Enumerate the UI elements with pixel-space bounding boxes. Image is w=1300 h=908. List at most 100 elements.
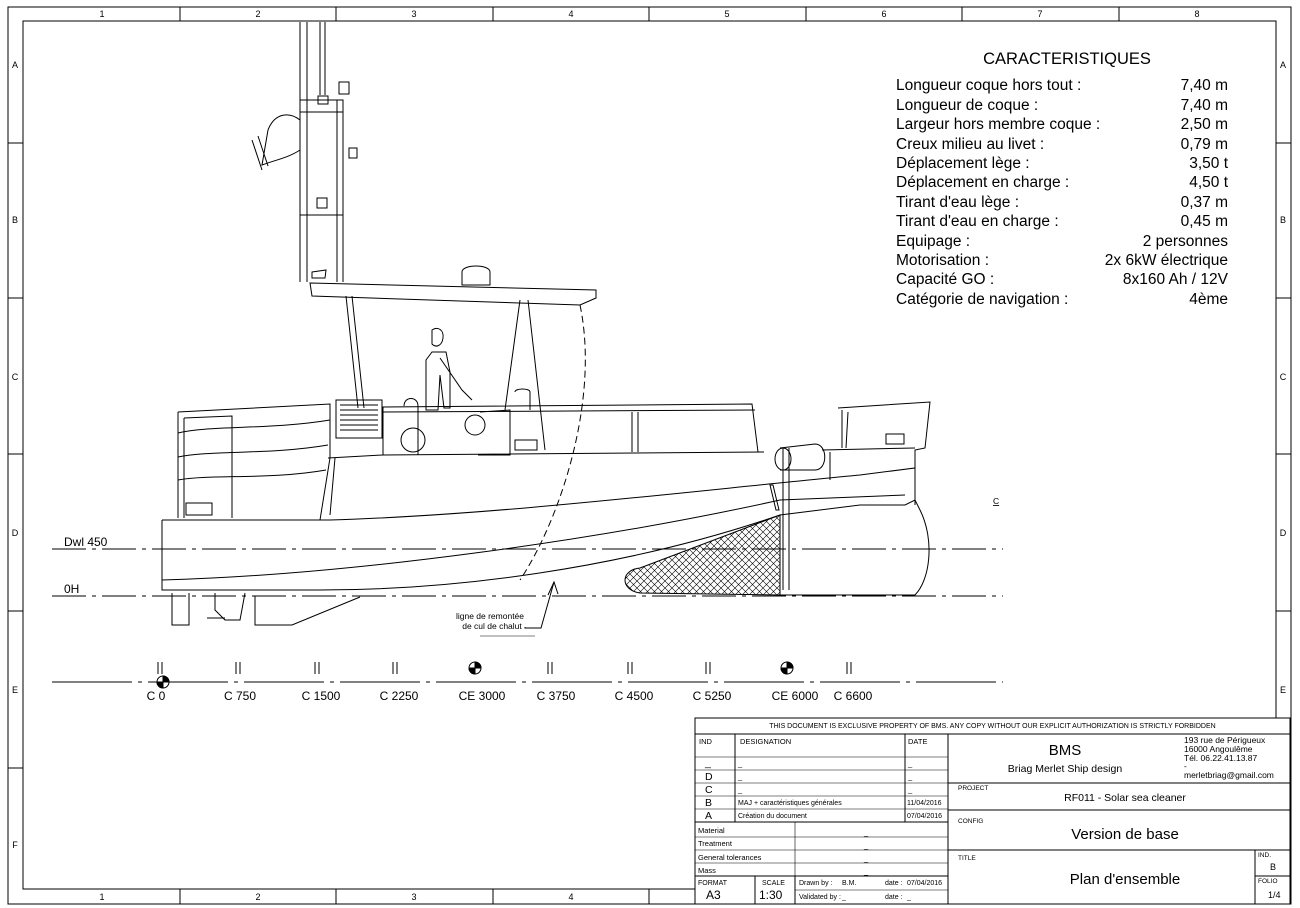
row-label: E [1280,685,1286,695]
frame-row-labels-left: A B C D E F [12,60,19,850]
address-line2: 16000 Angoulême [1184,744,1253,754]
folio-value: 1/4 [1268,890,1281,900]
spec-value: 7,40 m [1180,96,1228,114]
drawn-by-value: B.M. [842,880,857,887]
row-label: E [12,685,18,695]
row-label: D [1280,528,1287,538]
spec-row: Catégorie de navigation :4ème [896,290,1228,309]
col-label: 5 [724,9,729,19]
spec-label: Largeur hors membre coque : [896,116,1101,134]
scale-label: SCALE [762,880,785,887]
ind-label: IND. [1258,852,1271,859]
station-label: C 6600 [834,689,873,703]
validated-date-label: date : [885,894,903,901]
property-notice: THIS DOCUMENT IS EXCLUSIVE PROPERTY OF B… [769,723,1216,730]
treatment-value: _ [864,841,869,850]
spec-row: Longueur coque hors tout :7,40 m [896,76,1228,95]
revision-ind: _ [705,757,711,769]
address-line1: 193 rue de Périgueux [1184,735,1266,745]
frame-col-labels-top: 1 2 3 4 5 6 7 8 [99,9,1199,19]
station-label: C 0 [147,689,166,703]
tolerances-value: _ [864,854,869,863]
tolerances-label: General tolerances [698,853,762,862]
characteristics-panel: CARACTERISTIQUES Longueur coque hors tou… [896,50,1228,309]
spec-label: Creux milieu au livet : [896,135,1045,153]
folio-label: FOLIO [1258,878,1278,885]
revision-ind: B [705,797,713,809]
drawn-by-label: Drawn by : [799,880,833,887]
spec-row: Equipage : 2 personnes [896,232,1228,251]
title-block-grid [694,717,1291,905]
sheet-frame [7,6,1292,905]
revision-date: 11/04/2016 [907,800,942,807]
col-label: 6 [881,9,886,19]
date-header: DATE [908,737,928,746]
station-label: C 4500 [615,689,654,703]
center-of-effort-markers [156,661,794,689]
spec-value: 2 personnes [1142,232,1228,250]
email: merletbriag@gmail.com [1184,770,1274,780]
station-label: CE 3000 [459,689,506,703]
row-label: C [1280,372,1287,382]
boat-profile [161,22,931,637]
row-label: B [12,215,18,225]
oh-label: 0H [64,582,79,596]
row-label: A [1280,60,1286,70]
spec-row: Tirant d'eau en charge :0,45 m [896,212,1228,231]
material-label: Material [698,826,725,835]
format-label: FORMAT [698,880,728,887]
station-label: C 2250 [380,689,419,703]
revision-ind: D [705,771,713,783]
waterlines [52,548,1003,597]
col-label: 1 [99,9,104,19]
title-label: TITLE [958,855,976,862]
station-labels: C 0 C 750 C 1500 C 2250 CE 3000 C 3750 C… [147,689,873,703]
col-label: 3 [411,892,416,902]
characteristics-title: CARACTERISTIQUES [983,50,1151,68]
format-value: A3 [706,888,721,902]
spec-value: 8x160 Ah / 12V [1122,271,1228,289]
revision-designation: _ [738,772,743,781]
revision-date: _ [908,785,913,794]
col-label: 2 [255,9,260,19]
revision-designation: MAJ + caractéristiques générales [738,800,842,807]
revision-date: 07/04/2016 [907,813,943,820]
col-label: 4 [568,892,573,902]
spec-row: Déplacement lège :3,50 t [896,154,1228,173]
station-label: CE 6000 [772,689,819,703]
scale-value: 1:30 [759,888,783,902]
spec-row: Capacité GO :8x160 Ah / 12V [896,270,1228,289]
station-label: C 3750 [537,689,576,703]
material-value: _ [864,828,869,837]
spec-label: Déplacement lège : [896,155,1030,173]
spec-label: Motorisation : [896,252,990,270]
spec-row: Largeur hors membre coque : 2,50 m [896,115,1228,134]
revision-designation: _ [738,759,743,768]
row-label: D [12,528,19,538]
config-name: Version de base [1071,826,1179,843]
ind-value: B [1270,862,1277,872]
station-label: C 750 [224,689,256,703]
treatment-label: Treatment [698,839,732,848]
mass-label: Mass [698,866,716,875]
revision-designation: _ [738,785,743,794]
spec-value: 2,50 m [1180,116,1228,134]
frame-col-labels-bottom: 1 2 3 4 [99,892,573,902]
trawl-annotation-line1: ligne de remontée [456,611,524,621]
station-label: C 1500 [302,689,341,703]
col-label: 4 [568,9,573,19]
col-label: 8 [1194,9,1199,19]
section-cut-label: C [993,496,999,506]
drawn-date: 07/04/2016 [907,880,943,887]
phone-separator: - [1184,761,1187,771]
station-label: C 5250 [693,689,732,703]
validated-by-value: _ [842,894,846,901]
row-label: B [1280,215,1286,225]
spec-label: Equipage : [896,232,971,250]
dwl-label: Dwl 450 [64,535,108,549]
spec-value: 0,79 m [1180,135,1228,153]
spec-label: Déplacement en charge : [896,174,1070,192]
revision-ind: C [705,784,713,796]
spec-value: 0,37 m [1180,193,1228,211]
